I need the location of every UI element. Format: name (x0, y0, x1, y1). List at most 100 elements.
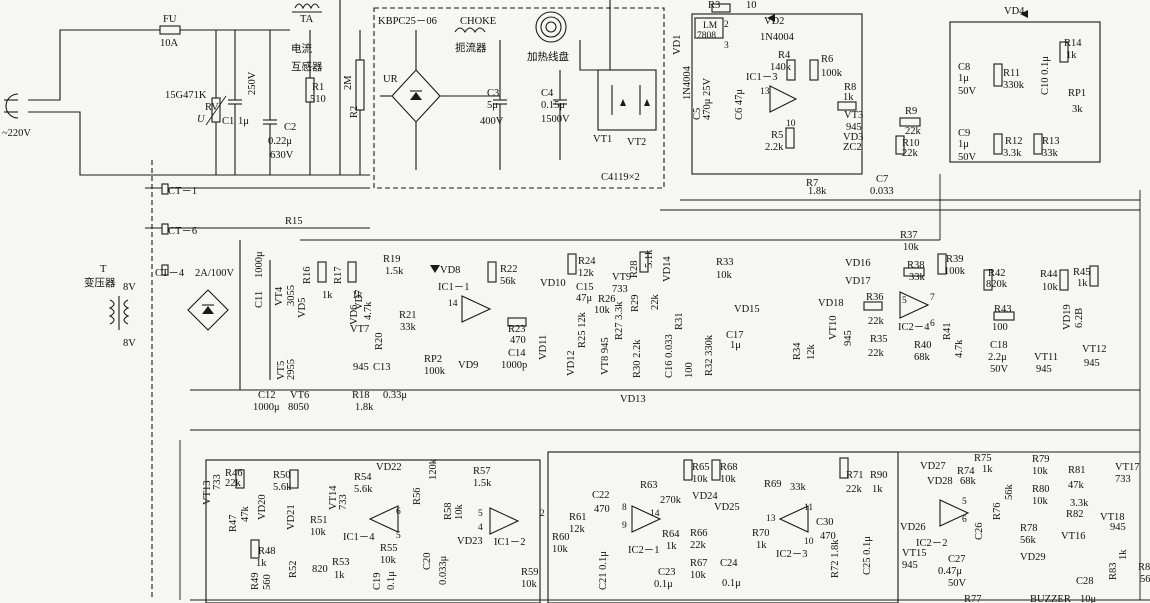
svg-text:VD5: VD5 (297, 298, 308, 318)
svg-text:1N4004: 1N4004 (760, 32, 795, 43)
svg-text:5μ: 5μ (487, 100, 498, 111)
svg-text:470: 470 (820, 531, 836, 542)
svg-text:变压器: 变压器 (84, 276, 116, 289)
svg-text:R34: R34 (792, 342, 803, 360)
svg-text:400V: 400V (480, 116, 504, 127)
svg-text:R50: R50 (273, 470, 291, 481)
svg-text:6: 6 (962, 515, 967, 525)
svg-text:T: T (100, 264, 107, 275)
svg-text:CT－6: CT－6 (168, 226, 197, 237)
svg-text:加热线盘: 加热线盘 (527, 50, 569, 63)
svg-text:11: 11 (804, 503, 813, 513)
svg-text:R64: R64 (662, 529, 680, 540)
svg-text:C27: C27 (948, 554, 966, 565)
svg-text:R12: R12 (1005, 136, 1023, 147)
svg-text:FU: FU (163, 14, 177, 25)
svg-text:22k: 22k (902, 148, 919, 159)
svg-text:945: 945 (1084, 358, 1100, 369)
svg-text:2M: 2M (343, 75, 354, 90)
current-transformer-ta (294, 3, 320, 10)
svg-text:VT1: VT1 (593, 134, 612, 145)
svg-text:733: 733 (612, 284, 628, 295)
svg-text:R14: R14 (1064, 38, 1082, 49)
svg-text:68k: 68k (914, 352, 931, 363)
svg-text:1k: 1k (1066, 50, 1077, 61)
svg-text:R49: R49 (250, 572, 261, 590)
svg-text:7: 7 (930, 293, 935, 303)
svg-text:IC2－4: IC2－4 (898, 322, 930, 333)
svg-text:1000μ: 1000μ (254, 251, 265, 278)
svg-text:1N4004: 1N4004 (682, 65, 693, 100)
svg-text:C18: C18 (990, 340, 1008, 351)
svg-text:R16: R16 (302, 266, 313, 284)
interconnect-wires (179, 174, 1150, 601)
svg-text:C23: C23 (658, 567, 676, 578)
power-module-border (373, 7, 665, 189)
svg-text:VD16: VD16 (845, 258, 871, 269)
svg-text:R78: R78 (1020, 523, 1038, 534)
svg-text:22k: 22k (225, 478, 242, 489)
svg-text:1k: 1k (256, 558, 267, 569)
svg-text:R32 330k: R32 330k (704, 334, 715, 376)
svg-text:22k: 22k (868, 348, 885, 359)
svg-text:12k: 12k (569, 524, 586, 535)
svg-text:R70: R70 (752, 528, 770, 539)
svg-text:1k: 1k (1118, 549, 1129, 560)
svg-text:C13: C13 (373, 362, 391, 373)
svg-text:50V: 50V (958, 152, 977, 163)
svg-text:C6 47μ: C6 47μ (734, 89, 745, 120)
svg-text:VD3: VD3 (843, 132, 863, 143)
svg-text:R43: R43 (994, 304, 1012, 315)
svg-text:VT2: VT2 (627, 137, 646, 148)
svg-text:VT18: VT18 (1100, 512, 1125, 523)
svg-text:0.15μ: 0.15μ (541, 100, 565, 111)
svg-text:2955: 2955 (286, 359, 297, 380)
svg-text:10: 10 (804, 537, 814, 547)
svg-text:R60: R60 (552, 532, 570, 543)
svg-text:C8: C8 (958, 62, 970, 73)
svg-text:VT12: VT12 (1082, 344, 1107, 355)
svg-text:4.7k: 4.7k (954, 339, 965, 358)
svg-text:C19: C19 (372, 572, 383, 590)
svg-text:14: 14 (650, 509, 660, 519)
svg-text:VT6: VT6 (290, 390, 309, 401)
svg-text:945: 945 (846, 122, 862, 133)
svg-text:VT8 945: VT8 945 (600, 337, 611, 375)
svg-text:VT7: VT7 (350, 324, 369, 335)
svg-text:6: 6 (396, 507, 401, 517)
svg-text:4: 4 (478, 523, 483, 533)
svg-text:330k: 330k (1003, 80, 1025, 91)
svg-text:1k: 1k (982, 464, 993, 475)
power-module: KBPC25－06 CHOKE 扼流器 UR C3 5μ 400V 加热线盘 C… (373, 0, 665, 189)
svg-text:510: 510 (310, 94, 326, 105)
svg-text:VD6: VD6 (349, 305, 360, 325)
bottom-right-section: VD27 VD28 R74 68k R75 1k VD26 IC2－2 5 6 … (900, 453, 1150, 603)
svg-text:VD19: VD19 (1062, 304, 1073, 330)
svg-text:VD17: VD17 (845, 276, 871, 287)
svg-text:R9: R9 (905, 106, 917, 117)
svg-text:56k: 56k (500, 276, 517, 287)
svg-text:10k: 10k (521, 579, 538, 590)
svg-text:C24: C24 (720, 558, 738, 569)
svg-text:RP2: RP2 (424, 354, 442, 365)
svg-text:6: 6 (930, 319, 935, 329)
svg-text:1μ: 1μ (730, 340, 741, 351)
svg-text:VD23: VD23 (457, 536, 483, 547)
svg-text:10k: 10k (1032, 466, 1049, 477)
svg-text:TA: TA (300, 14, 314, 25)
svg-text:C9: C9 (958, 128, 970, 139)
svg-text:2: 2 (540, 509, 545, 519)
svg-text:IC1－2: IC1－2 (494, 537, 526, 548)
svg-text:1k: 1k (1077, 278, 1088, 289)
fuse-fu (159, 25, 181, 35)
svg-text:R42: R42 (988, 268, 1006, 279)
svg-text:VD12: VD12 (566, 350, 577, 376)
svg-text:R24: R24 (578, 256, 596, 267)
igbt-pair-vt1-vt2 (597, 69, 657, 131)
svg-text:R75: R75 (974, 453, 992, 464)
svg-text:R66: R66 (690, 528, 708, 539)
svg-text:C15: C15 (576, 282, 594, 293)
svg-text:5: 5 (478, 509, 483, 519)
svg-text:C21 0.1μ: C21 0.1μ (598, 551, 609, 590)
